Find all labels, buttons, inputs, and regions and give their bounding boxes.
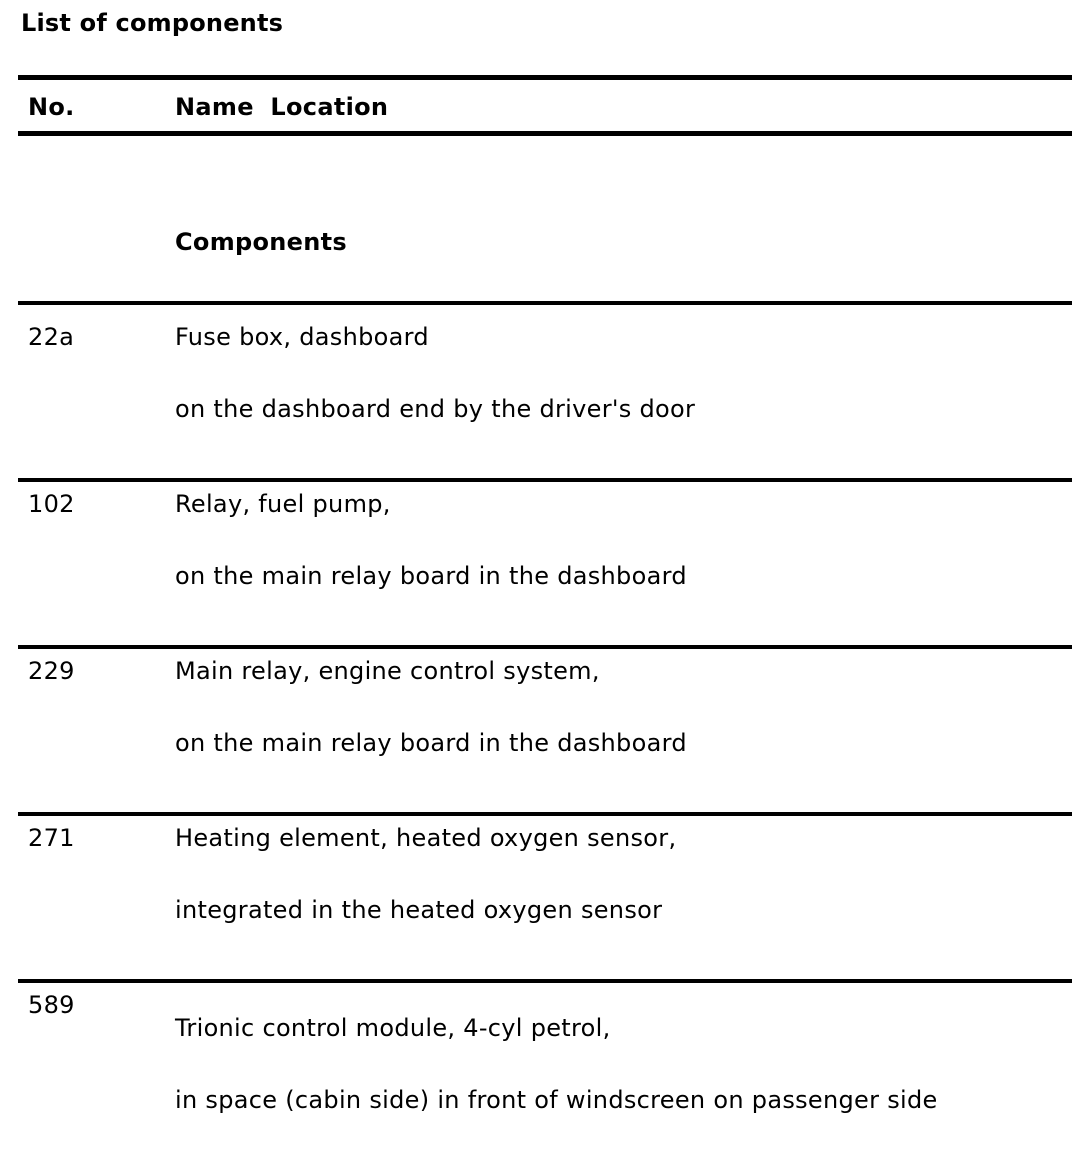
component-number: 22a: [28, 323, 75, 351]
component-name: Relay, fuel pump,: [175, 490, 391, 518]
table-row: 22a Fuse box, dashboard on the dashboard…: [18, 301, 1072, 478]
component-location: on the main relay board in the dashboard: [175, 562, 687, 590]
component-details: Main relay, engine control system, on th…: [175, 649, 1072, 812]
table-row: 102 Relay, fuel pump, on the main relay …: [18, 478, 1072, 645]
section-header-spacer: [28, 228, 175, 256]
component-details: Trionic control module, 4-cyl petrol, in…: [175, 983, 1072, 1164]
table-header-row: No. Name Location: [18, 75, 1072, 136]
component-location: on the dashboard end by the driver's doo…: [175, 395, 696, 423]
component-name: Trionic control module, 4-cyl petrol,: [175, 1014, 611, 1042]
component-name: Heating element, heated oxygen sensor,: [175, 824, 677, 852]
page-title: List of components: [21, 9, 284, 37]
component-number: 271: [28, 824, 75, 852]
component-details: Relay, fuel pump, on the main relay boar…: [175, 482, 1072, 645]
table-row: 589 Trionic control module, 4-cyl petrol…: [18, 979, 1072, 1164]
component-name: Fuse box, dashboard: [175, 323, 429, 351]
component-details: Heating element, heated oxygen sensor, i…: [175, 816, 1072, 979]
component-location: on the main relay board in the dashboard: [175, 729, 687, 757]
section-header-label: Components: [175, 228, 347, 256]
component-number: 102: [28, 490, 75, 518]
table-row: 229 Main relay, engine control system, o…: [18, 645, 1072, 812]
component-location: in space (cabin side) in front of windsc…: [175, 1086, 938, 1114]
component-number: 589: [28, 991, 75, 1019]
component-details: Fuse box, dashboard on the dashboard end…: [175, 305, 1072, 478]
section-header-row: Components: [18, 228, 1072, 256]
column-header-name-location: Name Location: [175, 93, 389, 121]
components-table: No. Name Location Components 22a Fuse bo…: [18, 75, 1072, 1164]
component-name: Main relay, engine control system,: [175, 657, 600, 685]
table-row: 271 Heating element, heated oxygen senso…: [18, 812, 1072, 979]
component-number: 229: [28, 657, 75, 685]
column-header-no: No.: [28, 93, 75, 121]
component-location: integrated in the heated oxygen sensor: [175, 896, 663, 924]
